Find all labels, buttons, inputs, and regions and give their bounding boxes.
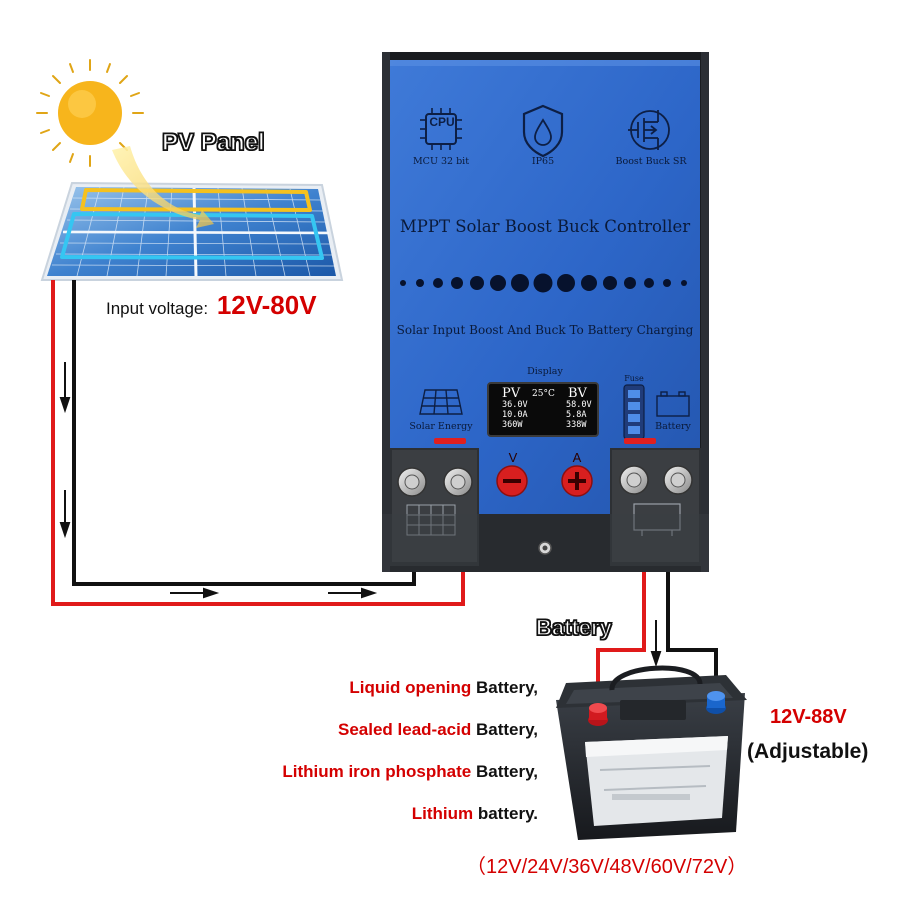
pv-terminal-block xyxy=(390,448,479,566)
display-bv-header: BV xyxy=(568,386,587,401)
battery-type-lifepo4-highlight: Lithium iron phosphate xyxy=(282,762,472,781)
controller-title: MPPT Solar Boost Buck Controller xyxy=(399,217,691,236)
feature-label-mcu: MCU 32 bit xyxy=(412,156,470,167)
input-voltage-label: Input voltage: 12V-80V xyxy=(106,290,317,321)
battery-label: Battery xyxy=(655,421,691,432)
battery-type-sealed-highlight: Sealed lead-acid xyxy=(338,720,472,739)
negative-terminal xyxy=(706,691,726,714)
positive-terminal xyxy=(588,703,608,726)
battery-type-lifepo4: Lithium iron phosphate Battery, xyxy=(282,762,538,782)
battery-terminal-block xyxy=(610,448,701,566)
display-label: Display xyxy=(527,366,563,377)
pv-panel-title: PV Panel xyxy=(161,128,265,156)
flow-arrows xyxy=(59,362,662,668)
display-pv-voltage: 36.0V xyxy=(502,400,528,410)
output-voltage: 12V-88V xyxy=(770,706,847,728)
cpu-icon-glyph: CPU xyxy=(429,115,455,129)
battery-type-sealed: Sealed lead-acid Battery, xyxy=(338,720,538,740)
display-bv-voltage: 58.0V xyxy=(566,400,592,410)
current-button-label: A xyxy=(572,450,582,465)
feature-label-ip65: IP65 xyxy=(531,156,555,167)
battery-icon xyxy=(656,391,690,417)
display-pv-values: 36.0V 10.0A 360W xyxy=(502,400,528,430)
input-voltage-value: 12V-80V xyxy=(216,290,317,320)
battery-voltage-options: （12V/24V/36V/48V/60V/72V） xyxy=(466,856,748,878)
display-bv-power: 338W xyxy=(566,420,587,430)
display-temperature: 25°C xyxy=(532,389,555,399)
display-pv-current: 10.0A xyxy=(502,410,528,420)
mppt-controller xyxy=(382,52,709,572)
display-bv-current: 5.8A xyxy=(566,410,587,420)
pv-wires xyxy=(51,280,465,606)
current-plus-button[interactable] xyxy=(561,465,593,497)
solar-energy-icon xyxy=(419,389,463,415)
battery-callout: Battery xyxy=(535,614,612,640)
battery-wires xyxy=(596,566,718,712)
fuse-icon[interactable] xyxy=(623,384,645,440)
display-pv-power: 360W xyxy=(502,420,523,430)
shield-drop-icon xyxy=(522,104,564,158)
cpu-icon xyxy=(420,108,462,150)
battery-type-sealed-suffix: Battery, xyxy=(471,720,538,739)
display-bv-values: 58.0V 5.8A 338W xyxy=(566,400,592,430)
battery-type-lifepo4-suffix: Battery, xyxy=(471,762,538,781)
voltage-minus-button[interactable] xyxy=(496,465,528,497)
display-pv-header: PV xyxy=(502,386,521,401)
battery-type-liquid-highlight: Liquid opening xyxy=(349,678,472,697)
battery-type-lithium-suffix: battery. xyxy=(473,804,538,823)
car-battery xyxy=(556,665,747,840)
fuse-label: Fuse xyxy=(624,374,644,383)
controller-subtitle: Solar Input Boost And Buck To Battery Ch… xyxy=(396,323,694,337)
voltage-button-label: V xyxy=(508,450,518,465)
mosfet-icon xyxy=(628,110,670,150)
battery-type-liquid-suffix: Battery, xyxy=(471,678,538,697)
output-adjustable: (Adjustable) xyxy=(747,740,869,763)
decorative-dots xyxy=(400,273,687,293)
sun-icon xyxy=(36,59,144,167)
feature-label-boost-buck: Boost Buck SR xyxy=(615,156,687,167)
battery-type-lithium: Lithium battery. xyxy=(412,804,538,824)
battery-type-lithium-highlight: Lithium xyxy=(411,804,474,823)
solar-panel xyxy=(40,146,344,281)
lcd-display xyxy=(487,382,599,437)
input-voltage-caption: Input voltage: xyxy=(106,299,209,318)
solar-energy-label: Solar Energy xyxy=(409,421,473,432)
battery-type-liquid: Liquid opening Battery, xyxy=(349,678,538,698)
